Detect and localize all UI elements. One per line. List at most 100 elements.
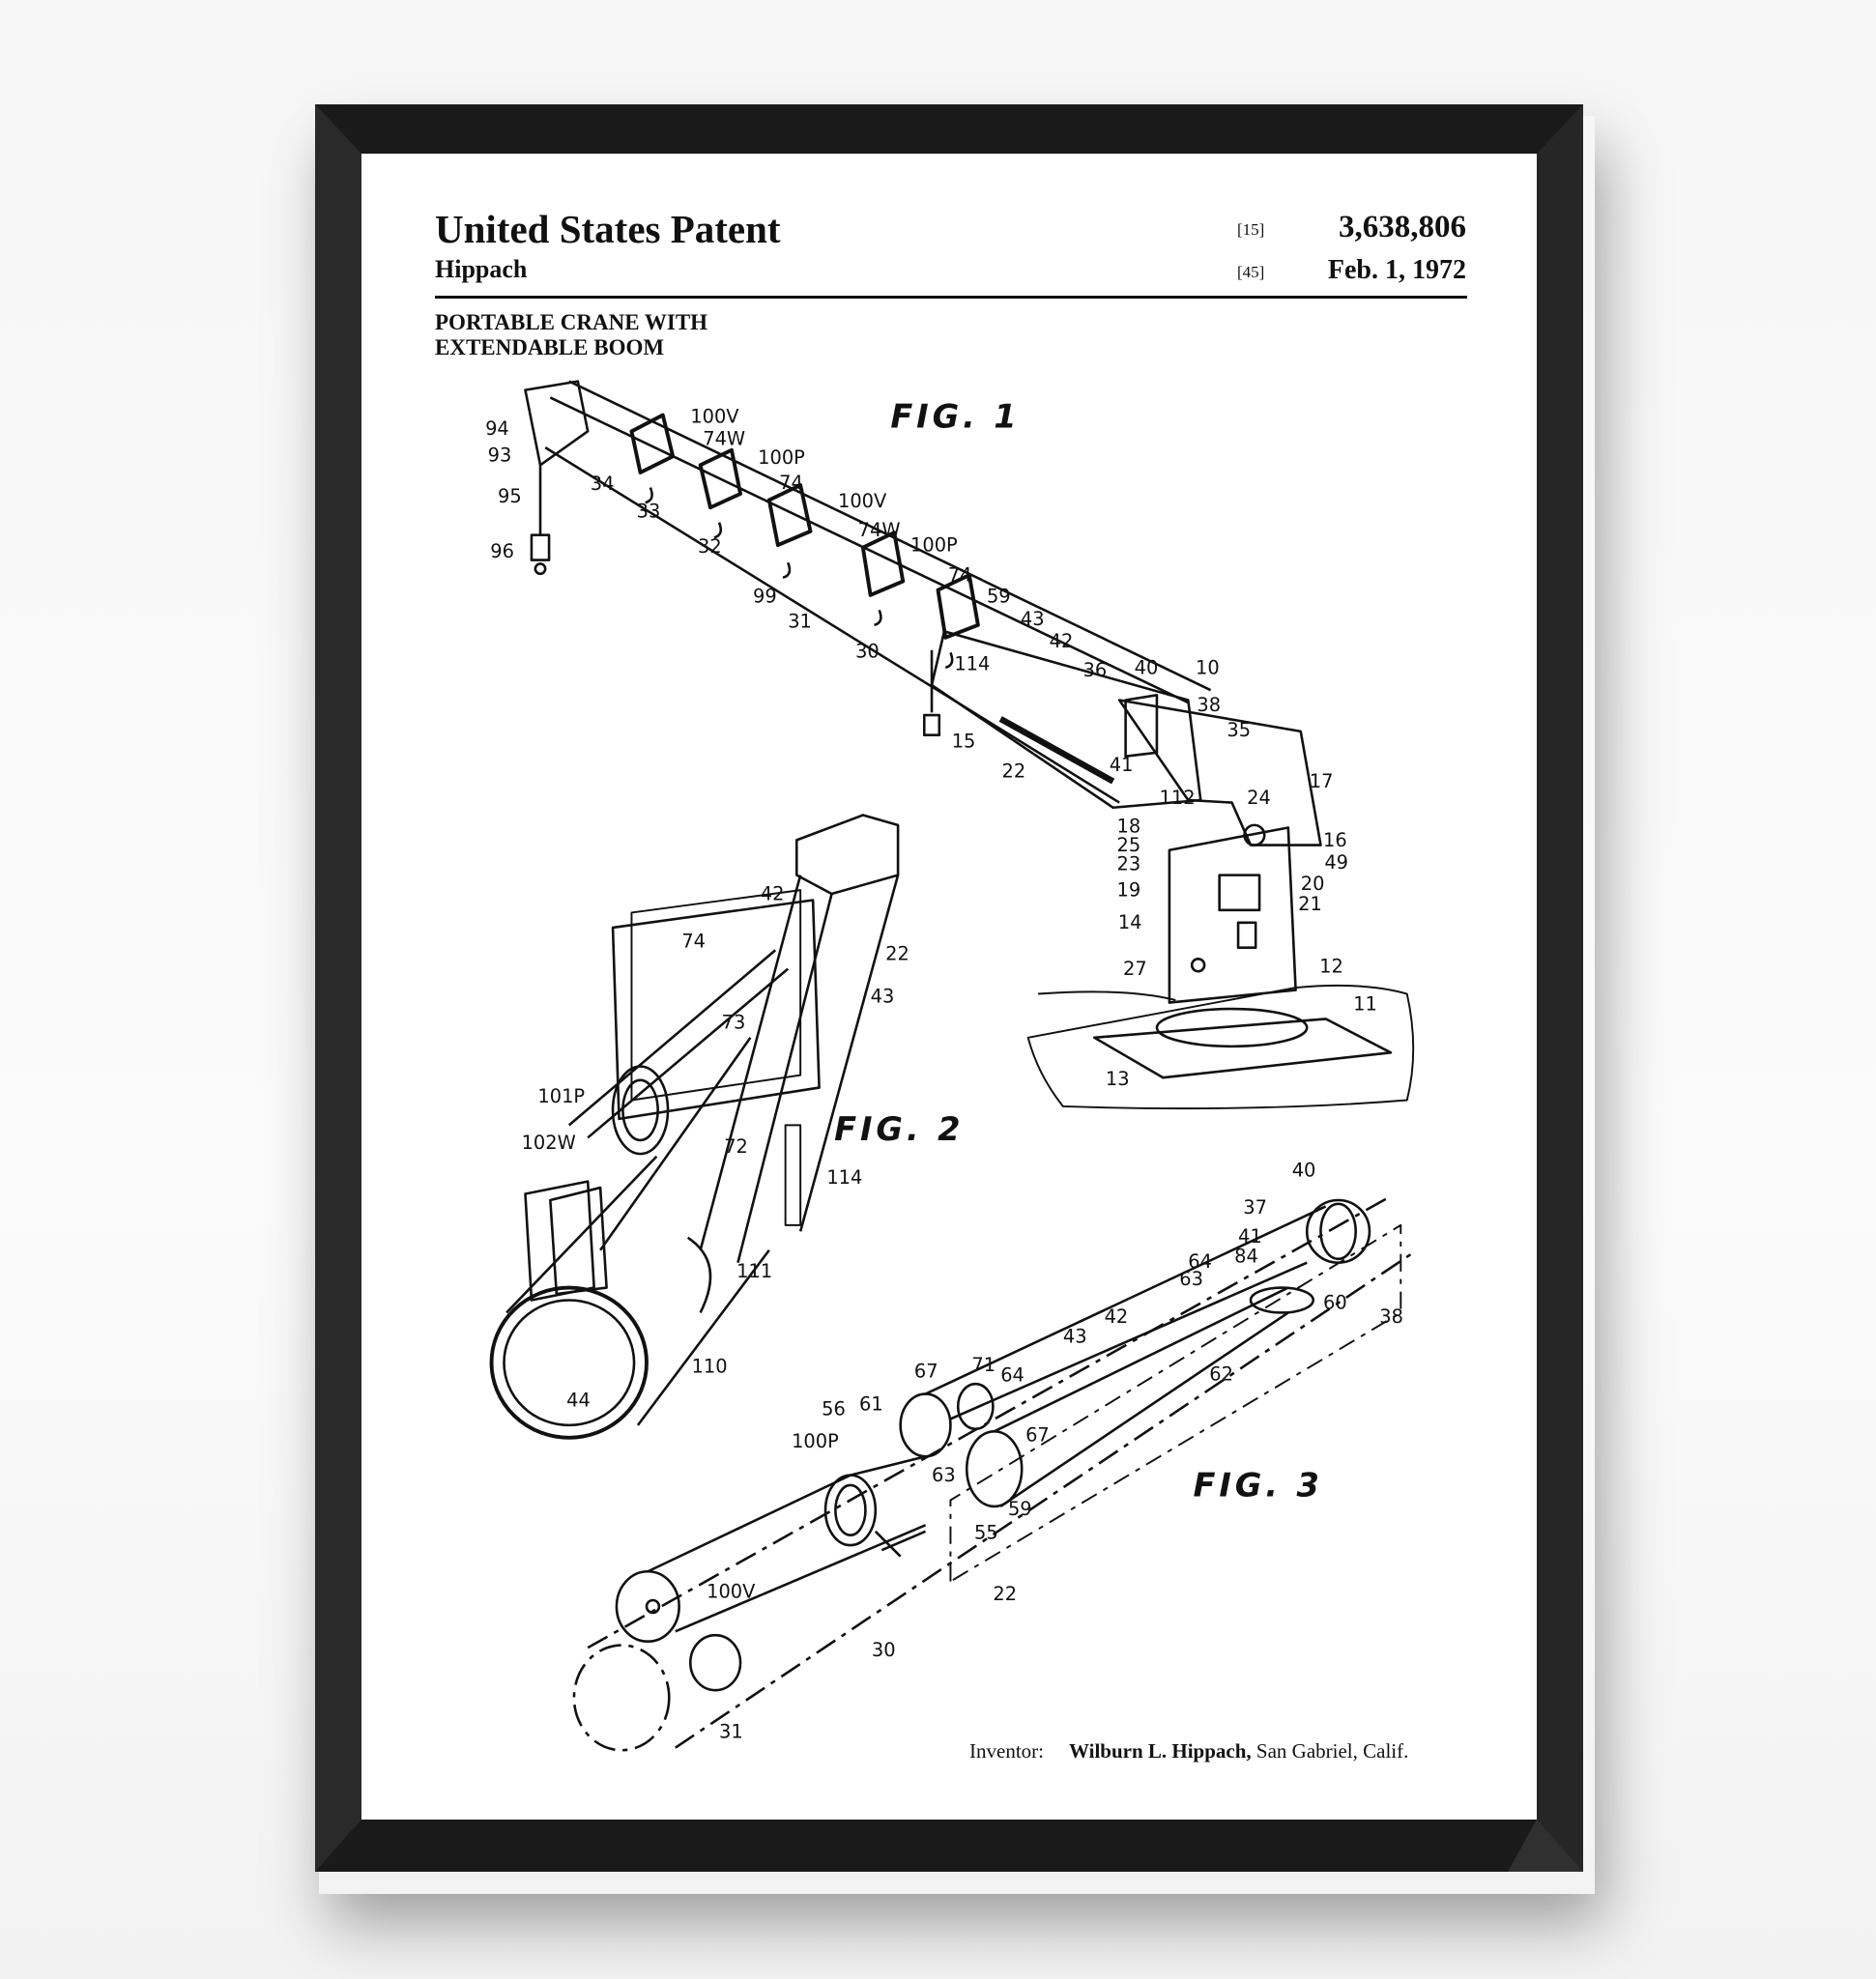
fig3-reference-numeral: 38 [1379, 1305, 1403, 1328]
patent-poster [361, 154, 1537, 1820]
fig1-reference-numeral: 13 [1106, 1068, 1130, 1090]
fig3-reference-numeral: 31 [719, 1720, 743, 1742]
fig2-title: FIG. 2 [834, 1110, 964, 1148]
fig1-reference-numeral: 30 [855, 641, 880, 663]
fig3-reference-numeral: 60 [1323, 1292, 1347, 1314]
fig1-reference-numeral: 20 [1301, 873, 1325, 895]
patent-number: 3,638,806 [1339, 210, 1466, 244]
fig1-reference-numeral: 33 [637, 501, 661, 523]
fig1-reference-numeral: 12 [1319, 956, 1343, 978]
fig1-reference-numeral: 19 [1117, 879, 1141, 902]
fig1-reference-numeral: 49 [1324, 851, 1348, 874]
fig3-reference-numeral: 100V [707, 1580, 756, 1602]
fig1-reference-numeral: 21 [1298, 893, 1322, 915]
fig3-reference-numeral: 42 [1105, 1305, 1129, 1328]
fig1-reference-numeral: 41 [1110, 754, 1134, 776]
fig2-reference-numeral: 101P [537, 1085, 585, 1107]
fig1-reference-numeral: 100V [838, 490, 887, 512]
fig1-reference-numeral: 59 [987, 586, 1011, 608]
fig1-reference-numeral: 96 [490, 540, 514, 562]
fig2-reference-numeral: 72 [724, 1135, 748, 1158]
inventor-surname: Hippach [435, 255, 528, 283]
fig2-reference-numeral: 114 [826, 1166, 862, 1189]
fig3-reference-numeral: 64 [1188, 1250, 1212, 1273]
fig1-reference-numeral: 100P [758, 446, 805, 469]
fig1-reference-numeral: 18 [1117, 816, 1141, 838]
fig3-reference-numeral: 63 [1179, 1268, 1203, 1290]
fig1-reference-numeral: 22 [1001, 760, 1025, 783]
fig1-reference-numeral: 114 [954, 652, 990, 674]
fig1-reference-numeral: 93 [488, 444, 512, 466]
fig1-title: FIG. 1 [890, 397, 1020, 435]
fig3-reference-numeral: 61 [859, 1392, 883, 1415]
fig1-reference-numeral: 36 [1083, 659, 1108, 681]
fig3-reference-numeral: 59 [1008, 1498, 1032, 1520]
fig1-reference-numeral: 25 [1117, 834, 1141, 856]
fig3-reference-numeral: 43 [1063, 1325, 1087, 1347]
fig2-reference-numeral: 22 [885, 943, 909, 965]
fig3-reference-numeral: 84 [1234, 1246, 1258, 1268]
fig3-reference-numeral: 64 [1000, 1364, 1025, 1387]
fig1-reference-numeral: 100P [910, 534, 958, 557]
fig1-reference-numeral: 31 [788, 610, 812, 632]
fig3-reference-numeral: 30 [872, 1639, 896, 1661]
fig1-reference-numeral: 35 [1227, 719, 1251, 741]
inventor-line: Inventor: Wilburn L. Hippach, San Gabriel… [969, 1739, 1408, 1764]
patent-title: United States Patent [435, 207, 781, 251]
fig3-reference-numeral: 62 [1209, 1362, 1233, 1385]
fig1-reference-numeral: 23 [1117, 852, 1141, 875]
fig1-reference-numeral: 34 [591, 473, 615, 495]
code-15: [15] [1237, 220, 1265, 239]
fig3-reference-numeral: 55 [974, 1522, 998, 1544]
header-rule [435, 296, 1467, 299]
fig3-reference-numeral: 63 [932, 1464, 956, 1486]
fig3-reference-numeral: 22 [993, 1583, 1017, 1605]
fig1-reference-numeral: 74 [779, 472, 803, 494]
fig1-reference-numeral: 32 [698, 535, 722, 558]
subtitle-line-2: EXTENDABLE BOOM [435, 335, 665, 359]
fig3-reference-numeral: 100P [792, 1430, 839, 1452]
fig1-reference-numeral: 10 [1196, 656, 1220, 678]
fig1-reference-numeral: 27 [1123, 958, 1147, 980]
fig3-reference-numeral: 67 [1025, 1424, 1050, 1447]
patent-date: Feb. 1, 1972 [1327, 255, 1466, 285]
fig2-reference-numeral: 44 [566, 1389, 591, 1411]
fig1-reference-numeral: 24 [1247, 787, 1271, 809]
fig1-reference-numeral: 74W [858, 519, 901, 541]
fig3-reference-numeral: 41 [1238, 1225, 1262, 1248]
code-45: [45] [1237, 263, 1265, 281]
inventor-location: San Gabriel, Calif. [1255, 1739, 1409, 1763]
fig1-crane-drawing: FIG. 1 [524, 380, 1415, 1110]
fig1-reference-numeral: 112 [1160, 787, 1196, 809]
fig3-reference-numeral: 40 [1292, 1159, 1316, 1181]
fig1-reference-numeral: 74 [948, 564, 972, 587]
fig1-reference-numeral: 95 [498, 485, 522, 507]
reference-numerals: 94939596343332993130100V74W100P74100V74W… [485, 405, 1403, 1742]
fig3-reference-numeral: 56 [822, 1398, 846, 1420]
fig1-reference-numeral: 100V [690, 405, 739, 427]
fig2-reference-numeral: 42 [761, 882, 785, 904]
fig1-reference-numeral: 43 [1021, 608, 1045, 630]
fig1-reference-numeral: 74W [703, 428, 745, 450]
fig2-boom-detail-drawing: FIG. 2 [489, 814, 964, 1440]
fig3-title: FIG. 3 [1193, 1467, 1322, 1505]
subtitle-line-1: PORTABLE CRANE WITH [435, 310, 708, 334]
fig3-cable-diagram: FIG. 3 [572, 1196, 1414, 1752]
fig1-reference-numeral: 94 [485, 417, 509, 440]
fig1-reference-numeral: 14 [1118, 911, 1142, 933]
fig1-reference-numeral: 38 [1197, 694, 1221, 716]
inventor-label: Inventor: [969, 1739, 1044, 1763]
fig1-reference-numeral: 99 [753, 586, 777, 608]
fig2-reference-numeral: 73 [722, 1012, 746, 1034]
fig1-reference-numeral: 42 [1050, 630, 1074, 652]
fig2-reference-numeral: 102W [522, 1132, 576, 1154]
fig2-reference-numeral: 110 [692, 1356, 728, 1378]
fig2-reference-numeral: 43 [871, 986, 895, 1008]
inventor-name: Wilburn L. Hippach, [1068, 1739, 1252, 1763]
fig2-reference-numeral: 74 [681, 931, 706, 953]
fig1-reference-numeral: 17 [1310, 770, 1334, 792]
fig2-reference-numeral: 111 [736, 1260, 772, 1282]
fig1-reference-numeral: 11 [1353, 992, 1377, 1015]
